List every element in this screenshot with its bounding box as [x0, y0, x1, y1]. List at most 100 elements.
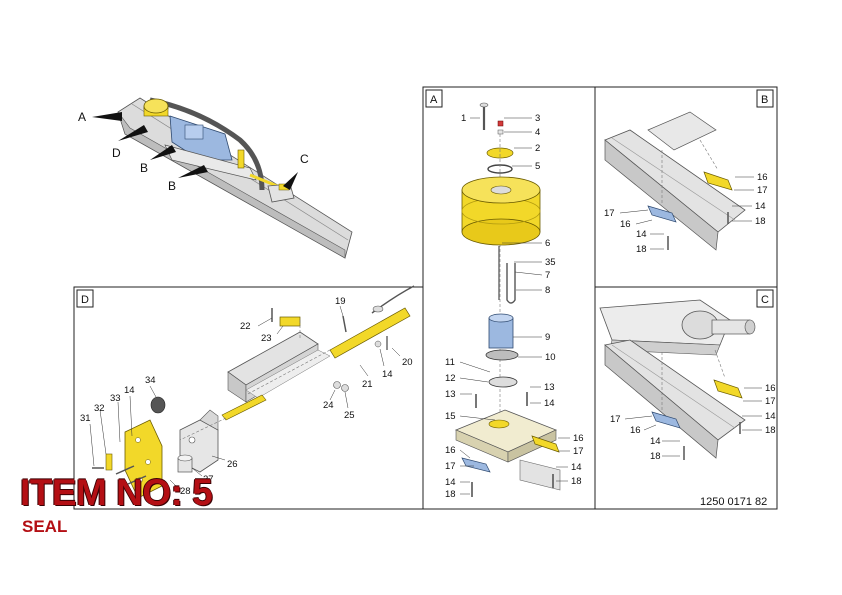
part-23	[279, 316, 301, 327]
part-12-ring	[488, 376, 518, 388]
callout-a-18-left: 18	[445, 489, 456, 500]
callout-d-21: 21	[362, 379, 373, 390]
callout-a-1: 1	[461, 113, 466, 124]
callout-b-18-left: 18	[636, 244, 647, 255]
overview-label-b1: B	[140, 161, 148, 175]
overview-yellow-bracket	[237, 149, 245, 169]
callout-b-14: 14	[755, 201, 766, 212]
callout-c-18: 18	[765, 425, 776, 436]
part-9-sleeve	[488, 313, 514, 349]
callout-a-10: 10	[545, 352, 556, 363]
callout-b-16-left: 16	[620, 219, 631, 230]
disc-34	[150, 396, 166, 414]
callout-a-17-left: 17	[445, 461, 456, 472]
callout-c-16-left: 16	[630, 425, 641, 436]
callout-c-14-left: 14	[650, 436, 661, 447]
callout-a-14-right: 14	[571, 462, 582, 473]
callout-a-13-right: 13	[544, 382, 555, 393]
callout-d-25: 25	[344, 410, 355, 421]
pointer-a	[92, 112, 122, 121]
callout-d-32: 32	[94, 403, 105, 414]
callout-b-16: 16	[757, 172, 768, 183]
callout-d-19: 19	[335, 296, 346, 307]
callout-d-20: 20	[402, 357, 413, 368]
yellow-block-b	[703, 171, 733, 191]
blue-block-c	[651, 411, 681, 429]
callout-a-18-right: 18	[571, 476, 582, 487]
callout-a-16-right: 16	[573, 433, 584, 444]
callout-c-16: 16	[765, 383, 776, 394]
overview-label-d: D	[112, 146, 121, 160]
callout-a-13-left: 13	[445, 389, 456, 400]
callout-a-7: 7	[545, 270, 550, 281]
item-number-title: ITEM NO: 5	[20, 472, 213, 513]
pointer-c	[283, 172, 298, 190]
pointer-b1	[150, 145, 176, 160]
callout-d-14-left: 14	[124, 385, 135, 396]
overview-label-a: A	[78, 110, 86, 124]
callout-c-17: 17	[765, 396, 776, 407]
part-4	[497, 129, 504, 135]
pointer-b2	[178, 165, 208, 178]
part-10-bearing	[485, 349, 519, 361]
callout-d-31: 31	[80, 413, 91, 424]
callout-a-14-top: 14	[544, 398, 555, 409]
panel-c-frame	[594, 286, 778, 510]
panel-d-letter: D	[81, 294, 89, 306]
panel-b-letter: B	[761, 94, 768, 106]
panel-b-view: 16 17 14 18 17 16 14 18	[604, 111, 768, 255]
callout-d-22: 22	[240, 321, 251, 332]
callout-a-35: 35	[545, 257, 556, 268]
callout-a-9: 9	[545, 332, 550, 343]
callout-a-2: 2	[535, 143, 540, 154]
callout-b-17: 17	[757, 185, 768, 196]
callout-a-14-left: 14	[445, 477, 456, 488]
callout-d-33: 33	[110, 393, 121, 404]
callout-b-14-left: 14	[636, 229, 647, 240]
panel-d-frame	[73, 286, 424, 510]
callout-a-17-right: 17	[573, 446, 584, 457]
callout-d-23: 23	[261, 333, 272, 344]
callout-c-14: 14	[765, 411, 776, 422]
panel-a-exploded-view: 1 3 4 2 5 6 35 7 8 9 10 11 12 13 13 14 1…	[445, 102, 584, 500]
panel-c-view: 16 17 14 18 17 16 14 18	[599, 299, 776, 462]
callout-a-6: 6	[545, 238, 550, 249]
overview-belt	[149, 97, 265, 191]
part-16-block-right	[531, 435, 560, 453]
callout-d-26: 26	[227, 459, 238, 470]
mount-plate-b	[647, 111, 717, 151]
overview-label-b2: B	[168, 179, 176, 193]
callout-d-28: 28	[180, 486, 191, 497]
overview-assembly: A D B B C	[78, 97, 353, 259]
document-number: 1250 0171 82	[700, 496, 767, 508]
callout-a-15: 15	[445, 411, 456, 422]
panel-a-letter: A	[430, 94, 438, 106]
overview-rail-face	[117, 111, 346, 259]
callout-d-34: 34	[145, 375, 156, 386]
callout-c-18-left: 18	[650, 451, 661, 462]
callout-a-12: 12	[445, 373, 456, 384]
panel-frames: A B C D	[73, 86, 778, 510]
pointer-d	[118, 125, 148, 141]
callout-a-4: 4	[535, 127, 540, 138]
yellow-block-c	[713, 379, 743, 399]
callout-d-24: 24	[323, 400, 334, 411]
callout-a-8: 8	[545, 285, 550, 296]
panel-c-letter: C	[761, 294, 769, 306]
callout-a-3: 3	[535, 113, 540, 124]
part-2-cap	[486, 147, 514, 159]
part-3	[497, 120, 504, 127]
callout-d-27: 27	[203, 474, 214, 485]
callout-c-17-left: 17	[610, 414, 621, 425]
panel-d-exploded-view: 19 22 23 20 14 21 34 14 24 25 31 32 33 2…	[80, 285, 415, 499]
callout-a-5: 5	[535, 161, 540, 172]
blue-block-b	[647, 205, 677, 223]
u-bracket-8	[506, 263, 516, 304]
item-name-subtitle: SEAL	[22, 517, 68, 536]
callout-b-17-left: 17	[604, 208, 615, 219]
bar-21	[329, 307, 411, 359]
callout-b-18: 18	[755, 216, 766, 227]
callout-d-14-right: 14	[382, 369, 393, 380]
overview-label-c: C	[300, 152, 309, 166]
